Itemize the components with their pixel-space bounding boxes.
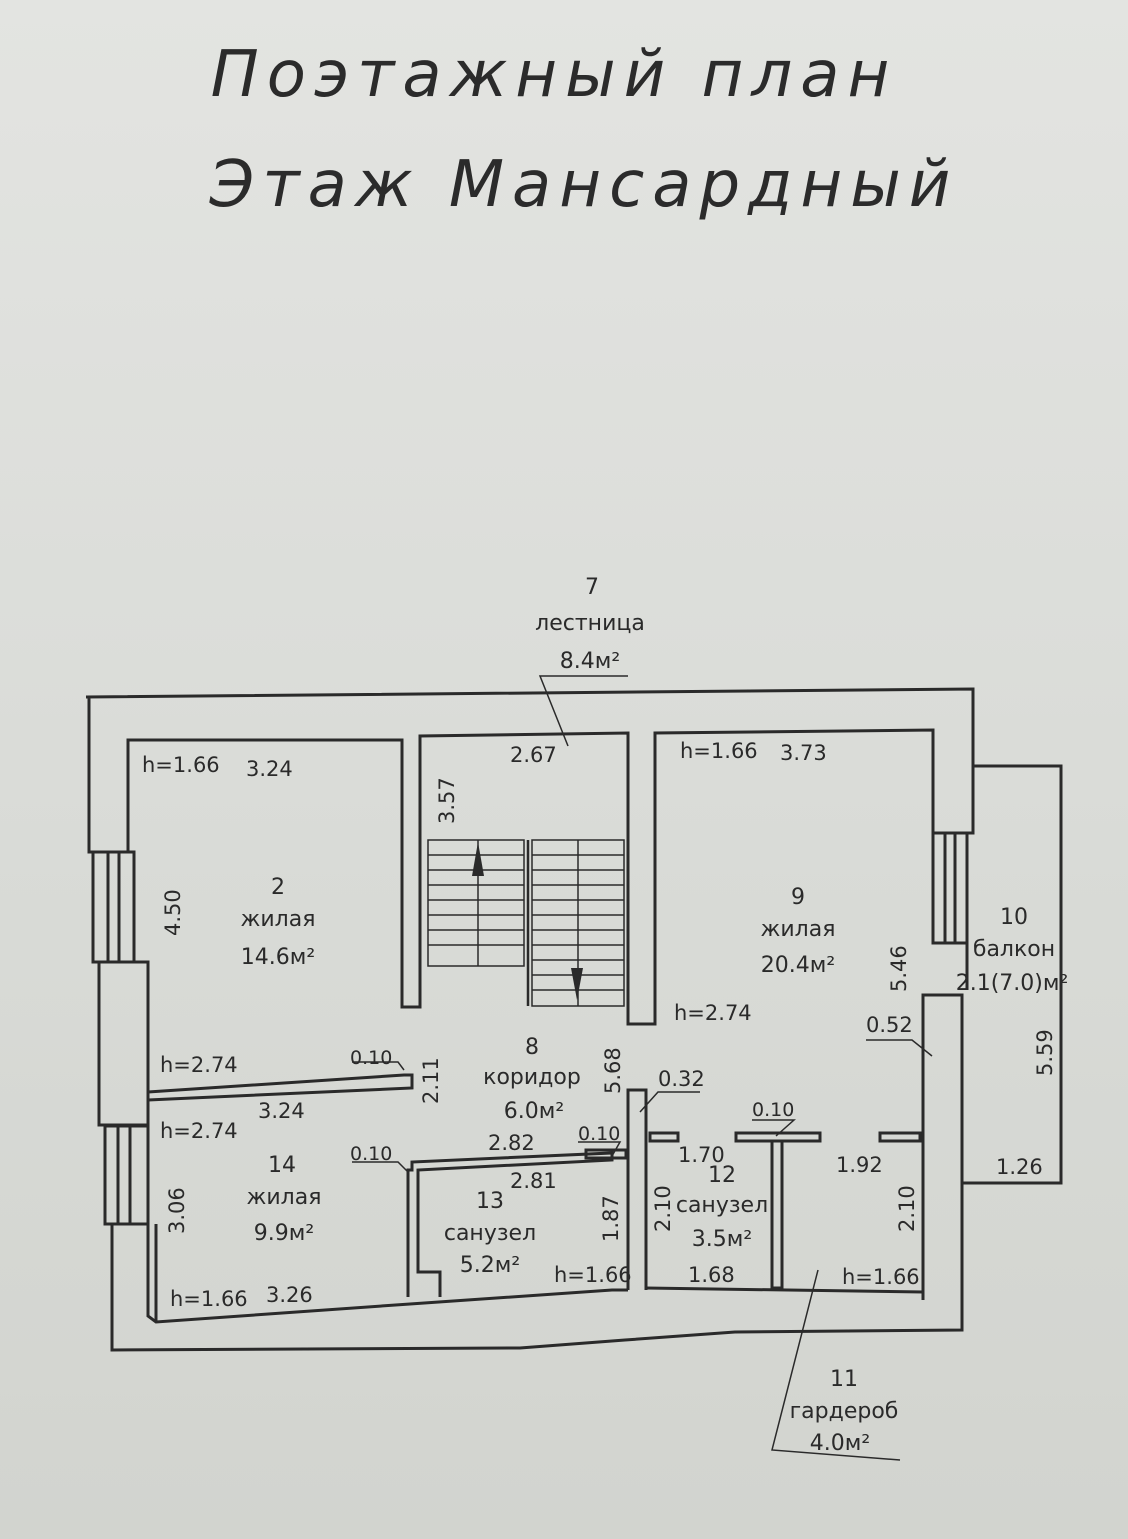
room-number: 10	[1000, 905, 1028, 930]
dimension: 1.92	[836, 1153, 883, 1177]
room-area: 3.5м²	[692, 1227, 752, 1252]
dimension-labels: h=1.66 3.24 2.67 h=1.66 3.73 h=2.74 0.52…	[142, 739, 1057, 1311]
room-area: 20.4м²	[761, 953, 835, 978]
dimension: 2.82	[488, 1131, 535, 1155]
walls	[85, 687, 1063, 1352]
room-number: 11	[830, 1367, 858, 1392]
dimension: 0.10	[578, 1123, 620, 1145]
partition-2-14	[147, 1073, 414, 1102]
room-number: 12	[708, 1163, 736, 1188]
leader-wardrobe	[771, 1269, 901, 1461]
dimension: 1.70	[678, 1143, 725, 1167]
room-area: 5.2м²	[460, 1253, 520, 1278]
ceiling-height: h=1.66	[142, 753, 220, 777]
door-jamb	[734, 1131, 822, 1143]
ceiling-height: h=1.66	[842, 1265, 920, 1289]
plan-title: Поэтажный план	[210, 38, 898, 112]
leader-052	[866, 1039, 933, 1057]
stair-flight-up	[427, 839, 525, 967]
room-area: 9.9м²	[254, 1221, 314, 1246]
outer-wall-outline	[85, 687, 975, 1026]
room-number: 7	[585, 575, 599, 600]
room-number: 13	[476, 1189, 504, 1214]
room-name: лестница	[535, 611, 645, 636]
ceiling-height: h=2.74	[674, 1001, 752, 1025]
ceiling-height: h=2.74	[160, 1119, 238, 1143]
west-window-lower	[103, 1124, 150, 1226]
ceiling-height: h=1.66	[680, 739, 758, 763]
dimension: 3.24	[258, 1099, 305, 1123]
east-window	[931, 831, 969, 945]
dimension-vertical: 5.59	[1033, 1029, 1057, 1076]
west-wall-block	[97, 960, 150, 1127]
dimension-vertical: 3.06	[165, 1187, 189, 1234]
plan-subtitle: Этаж Мансардный	[209, 148, 959, 222]
room-number: 8	[525, 1035, 539, 1060]
room-number: 9	[791, 885, 805, 910]
dimension: 3.26	[266, 1283, 313, 1307]
dimension-vertical: 3.57	[435, 777, 459, 824]
stair-down-arrow-icon	[571, 968, 583, 1000]
dimension: 3.24	[246, 757, 293, 781]
leader-010-d	[752, 1119, 796, 1137]
balcony-outline	[962, 764, 1063, 1185]
west-wall-inner	[132, 852, 150, 1126]
room-name: жилая	[761, 917, 836, 942]
dimension-vertical: 5.46	[887, 945, 911, 992]
dimension-vertical: 2.10	[895, 1185, 919, 1232]
door-jamb	[648, 1131, 680, 1143]
room-area: 8.4м²	[560, 649, 620, 674]
leader-010-b	[352, 1161, 409, 1173]
dimension-vertical: 1.87	[599, 1195, 623, 1242]
room-name: гардероб	[790, 1399, 899, 1424]
leader-032	[639, 1091, 700, 1113]
dimension: 0.10	[350, 1143, 392, 1165]
room-area: 6.0м²	[504, 1099, 564, 1124]
dimension: 1.26	[996, 1155, 1043, 1179]
leader-010-a	[352, 1061, 405, 1071]
room-name: жилая	[247, 1185, 322, 1210]
dimension: 0.32	[658, 1067, 705, 1091]
dimension: 0.10	[752, 1099, 794, 1121]
dimension: 3.73	[780, 741, 827, 765]
leader-stairs	[538, 675, 628, 747]
room-name: санузел	[444, 1221, 536, 1246]
central-column	[626, 1088, 648, 1290]
door-jamb	[878, 1131, 922, 1143]
south-outer-wall	[110, 993, 964, 1352]
room-name: балкон	[973, 937, 1055, 962]
west-window-upper	[91, 850, 136, 964]
room-area: 4.0м²	[810, 1431, 870, 1456]
room-name: коридор	[483, 1065, 581, 1090]
room-number: 14	[268, 1153, 296, 1178]
room-number: 2	[271, 875, 285, 900]
leader-lines	[352, 675, 933, 1461]
room-area: 2.1(7.0)м²	[956, 971, 1069, 996]
room-area: 14.6м²	[241, 945, 315, 970]
dimension-vertical: 5.68	[601, 1047, 625, 1094]
wall-line	[645, 1286, 924, 1294]
door-jamb	[584, 1148, 628, 1160]
ceiling-height: h=2.74	[160, 1053, 238, 1077]
dimension-vertical: 4.50	[161, 889, 185, 936]
staircase	[427, 839, 625, 1007]
dimension: 0.10	[350, 1047, 392, 1069]
leader-010-c	[578, 1141, 622, 1157]
dimension-vertical: 2.10	[651, 1185, 675, 1232]
bath12-partition	[770, 1141, 784, 1290]
dimension: 1.68	[688, 1263, 735, 1287]
dimension: 0.52	[866, 1013, 913, 1037]
room-name: жилая	[241, 907, 316, 932]
south-inner-wall	[146, 1224, 628, 1324]
ceiling-height: h=1.66	[554, 1263, 632, 1287]
stair-up-arrow-icon	[472, 842, 484, 876]
dimension: 2.81	[510, 1169, 557, 1193]
room-name: санузел	[676, 1193, 768, 1218]
dimension-vertical: 2.11	[419, 1057, 443, 1104]
ceiling-height: h=1.66	[170, 1287, 248, 1311]
dimension: 2.67	[510, 743, 557, 767]
